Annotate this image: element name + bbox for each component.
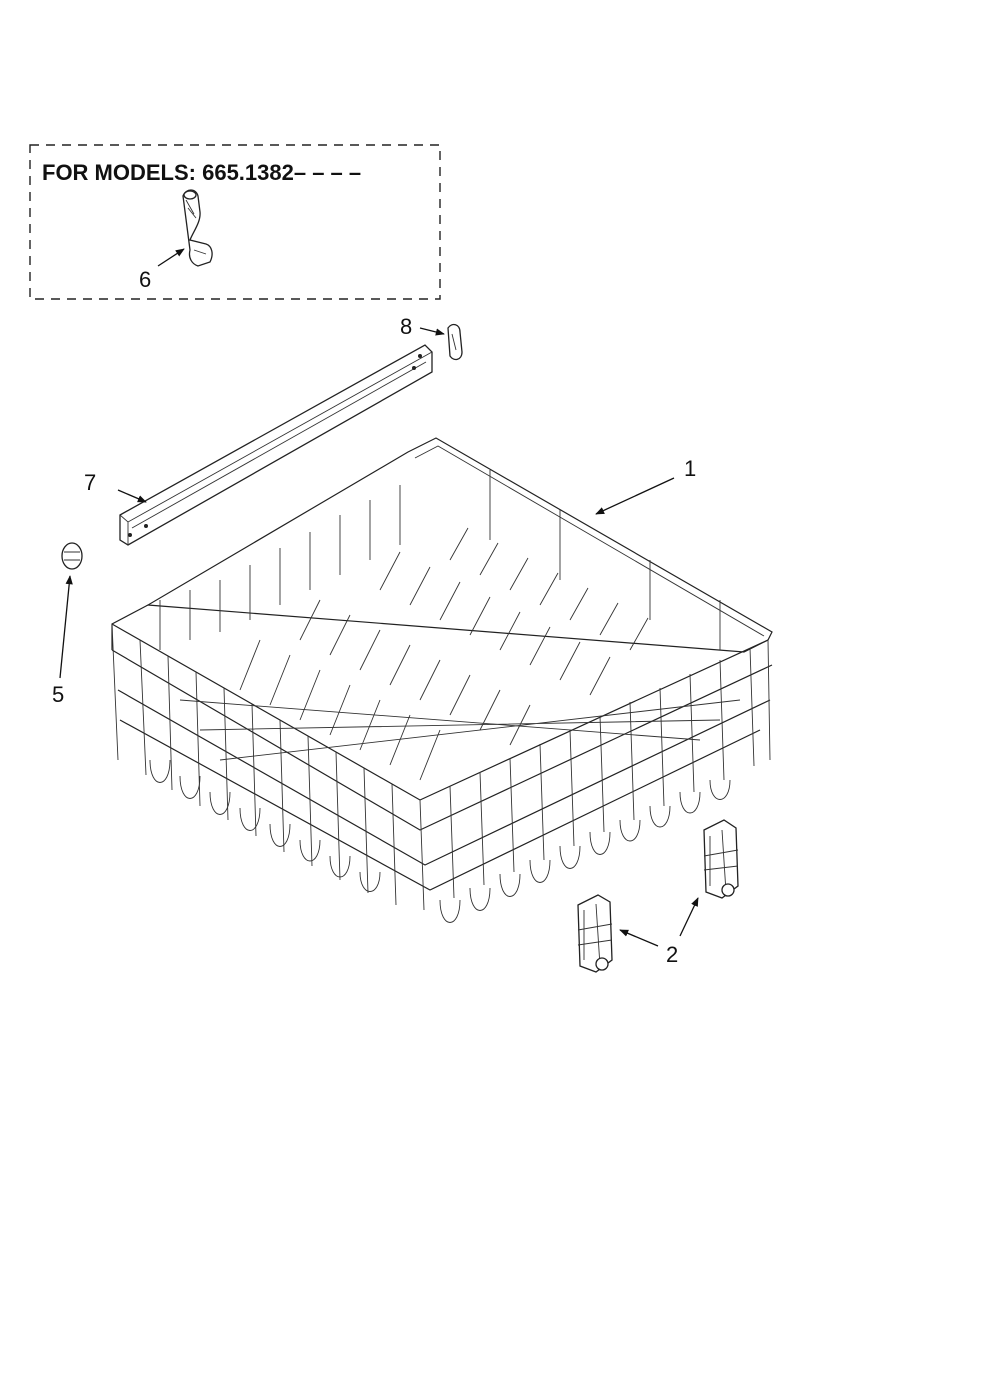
callout-8: 8 xyxy=(400,314,412,339)
callout-2-leader-right xyxy=(679,897,699,937)
inset-title: FOR MODELS: 665.1382– – – – xyxy=(42,160,361,185)
callout-6: 6 xyxy=(139,267,151,292)
part-5-knob xyxy=(61,542,83,570)
part-7-rail xyxy=(119,344,433,546)
part-1-dish-rack xyxy=(111,437,773,923)
part-6-clip xyxy=(182,189,213,267)
callout-6-leader xyxy=(157,248,185,267)
part-2-adjuster-left xyxy=(577,894,613,973)
callout-5: 5 xyxy=(52,682,64,707)
callout-2-leader-left xyxy=(619,929,659,947)
part-8-clip xyxy=(447,323,463,361)
callout-8-leader xyxy=(419,327,445,336)
part-2-adjuster-right xyxy=(703,819,739,899)
callout-5-leader xyxy=(59,575,73,679)
callout-1: 1 xyxy=(684,456,696,481)
model-inset-box: FOR MODELS: 665.1382– – – – 6 xyxy=(29,144,441,300)
callout-2: 2 xyxy=(666,942,678,967)
callout-7-leader xyxy=(117,489,147,503)
callout-7: 7 xyxy=(84,470,96,495)
callout-1-leader xyxy=(595,477,675,515)
